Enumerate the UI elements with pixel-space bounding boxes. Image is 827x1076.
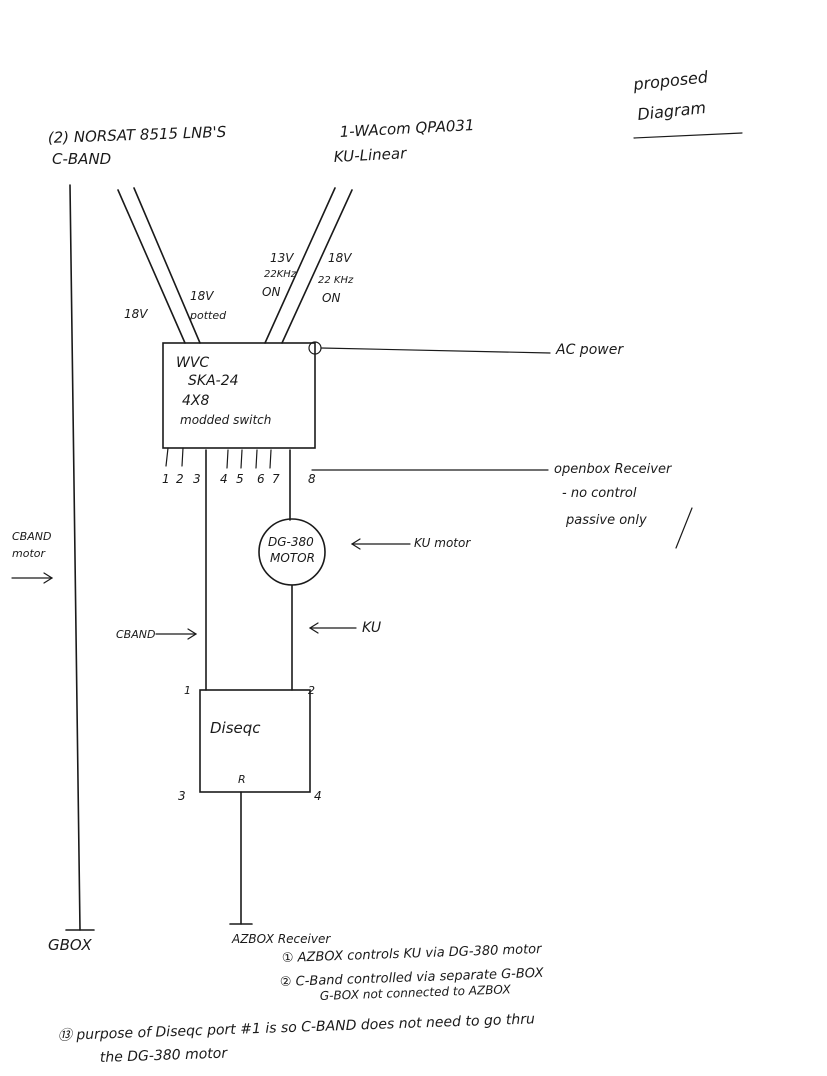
cband-motor-label-1: CBAND [12,530,51,543]
ac-power-line [320,347,551,354]
port-label-2: 2 [176,472,184,486]
cband-feed-1a [117,189,186,344]
cband-feed-1b [133,187,201,344]
port-label-7: 7 [272,472,280,486]
diseqc-box [199,689,311,793]
openbox-label-3: passive only [565,513,647,528]
ku-feed-label-left-2: 22KHz [264,269,297,280]
port-label-8: 8 [308,472,316,486]
cband-lnb-label-2: C-BAND [52,150,111,168]
port-tick-7 [269,449,272,469]
note-3b: the DG-380 motor [100,1046,229,1066]
diseqc-port-r: R [238,773,246,786]
cband-feed-label-right-1: 18V [190,289,214,303]
openbox-tick [675,507,693,549]
ku-motor-arrowhead [350,538,361,550]
cband-line-arrowhead [187,628,198,640]
switch-box [162,342,316,449]
diseqc-port-3: 3 [178,789,186,803]
title-underline [633,132,743,139]
cband-motor-arrowhead [43,572,54,584]
port-label-3: 3 [193,472,201,486]
openbox-label-2: - no control [562,486,637,501]
azbox-label: AZBOX Receiver [231,932,331,946]
switch-label-1: WVC [176,355,209,371]
ku-feed-label-left-3: ON [262,285,280,299]
cband-lnb-label-1: (2) NORSAT 8515 LNB'S [48,123,228,147]
ku-feed-label-left-1: 13V [270,251,294,265]
diseqc-port-4: 4 [314,789,322,803]
ac-power-label: AC power [555,342,624,358]
diseqc-port-1: 1 [184,684,191,697]
note-3a: ⑬ purpose of Diseqc port #1 is so C-BAND… [58,1011,536,1044]
ku-label: KU [362,620,381,636]
port-label-5: 5 [236,472,244,486]
switch-label-4: modded switch [180,413,271,427]
port-tick-5 [240,449,243,469]
ku-feed-label-right-3: ON [322,291,340,305]
port-tick-4 [226,449,229,469]
diseqc-port-2: 2 [308,684,315,697]
switch-label-3: 4X8 [182,393,209,409]
cband-feed-label-right-2: potted [189,309,227,322]
switch-label-2: SKA-24 [188,373,239,389]
diseqc-label: Diseqc [210,719,261,737]
port-label-6: 6 [257,472,265,486]
ku-lnb-label-1: 1-WAcom QPA031 [339,116,475,141]
ku-arrowhead [308,622,319,634]
ku-feed-label-right-1: 18V [328,251,352,265]
ku-feed-label-right-2: 22 KHz [318,275,354,286]
note-2b: G-BOX not connected to AZBOX [320,982,512,1003]
port-tick-2 [181,447,184,467]
gbox-label: GBOX [48,936,92,954]
openbox-label-1: openbox Receiver [554,462,673,477]
port-tick-1 [165,447,169,467]
motor-label-1: DG-380 [268,535,314,549]
ku-lnb-label-2: KU-Linear [333,144,407,166]
ku-motor-label: KU motor [414,536,471,550]
motor-label-2: MOTOR [270,551,315,565]
port-label-4: 4 [220,472,228,486]
title-line-1: proposed [631,67,709,94]
cband-line-label: CBAND [116,628,155,641]
cband-feed-label-left: 18V [124,307,148,321]
title-line-2: Diagram [636,98,706,124]
port-label-1: 1 [162,472,170,486]
port-tick-6 [255,449,258,469]
cband-direct-line [69,184,81,931]
ku-feed-1b [281,189,353,344]
cband-motor-label-2: motor [12,547,46,560]
ku-feed-1a [264,187,336,344]
